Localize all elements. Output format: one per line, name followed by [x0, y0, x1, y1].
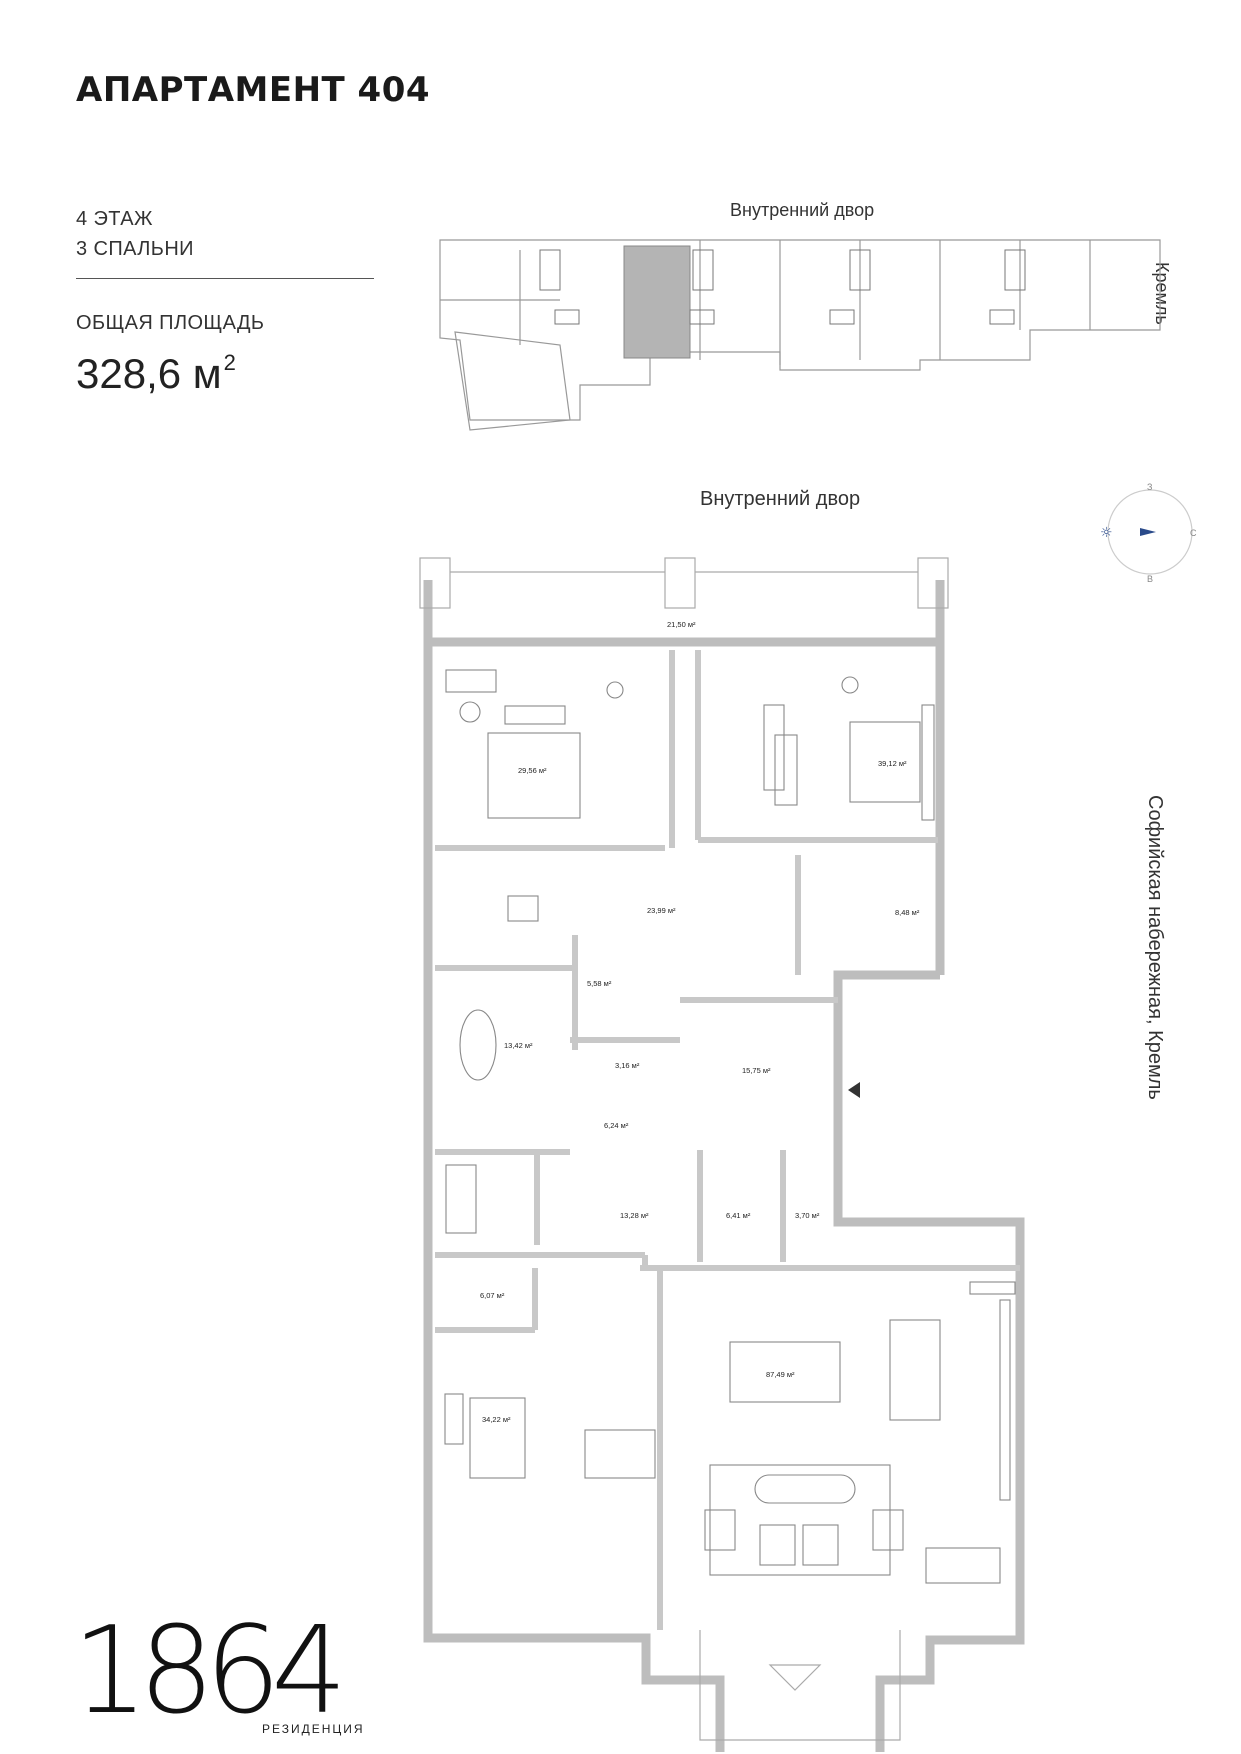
key-plan-courtyard-label: Внутренний двор	[730, 200, 875, 220]
room-area-label: 39,12 м²	[878, 759, 907, 768]
plan-courtyard-label: Внутренний двор	[700, 488, 861, 510]
room-area-label: 21,50 м²	[667, 620, 696, 629]
room-area-label: 8,48 м²	[895, 908, 920, 917]
area-unit-sup: 2	[223, 350, 236, 375]
room-area-label: 34,22 м²	[482, 1415, 511, 1424]
bedrooms-label: 3 СПАЛЬНИ	[76, 238, 194, 260]
bay-window	[699, 1630, 901, 1741]
room-area-label: 29,56 м²	[518, 766, 547, 775]
area-value: 328,6 м2	[76, 350, 236, 397]
balcony	[419, 557, 949, 609]
divider	[76, 278, 374, 279]
furniture	[444, 669, 1016, 1584]
room-area-label: 6,07 м²	[480, 1291, 505, 1300]
room-area-label: 13,42 м²	[504, 1041, 533, 1050]
room-area-label: 13,28 м²	[620, 1211, 649, 1220]
room-area-label: 15,75 м²	[742, 1066, 771, 1075]
compass: З С В ☼	[1100, 482, 1197, 584]
floor-plan-interior-walls	[435, 650, 1020, 1630]
page-title: АПАРТАМЕНТ 404	[76, 70, 431, 110]
room-area-label: 6,24 м²	[604, 1121, 629, 1130]
key-plan-stairs	[539, 249, 1026, 325]
room-area-label: 5,58 м²	[587, 979, 612, 988]
compass-right: С	[1190, 528, 1197, 538]
room-area-label: 23,99 м²	[647, 906, 676, 915]
sun-icon: ☼	[1100, 525, 1113, 541]
compass-top: З	[1147, 482, 1152, 492]
compass-bottom: В	[1147, 574, 1153, 584]
room-area-label: 6,41 м²	[726, 1211, 751, 1220]
area-label: ОБЩАЯ ПЛОЩАДЬ	[76, 312, 265, 334]
key-plan	[439, 239, 1161, 431]
floor-label: 4 ЭТАЖ	[76, 208, 153, 230]
brand-year: 1864	[72, 1602, 347, 1741]
room-area-label: 3,16 м²	[615, 1061, 640, 1070]
room-labels: 21,50 м² 29,56 м² 39,12 м² 23,99 м² 8,48…	[480, 620, 920, 1424]
entrance-marker	[848, 1082, 860, 1098]
floor-plan-walls	[423, 580, 1025, 1752]
brand-subtitle: РЕЗИДЕНЦИЯ	[262, 1722, 365, 1736]
room-area-label: 3,70 м²	[795, 1211, 820, 1220]
room-area-label: 87,49 м²	[766, 1370, 795, 1379]
key-plan-highlight	[623, 245, 691, 359]
